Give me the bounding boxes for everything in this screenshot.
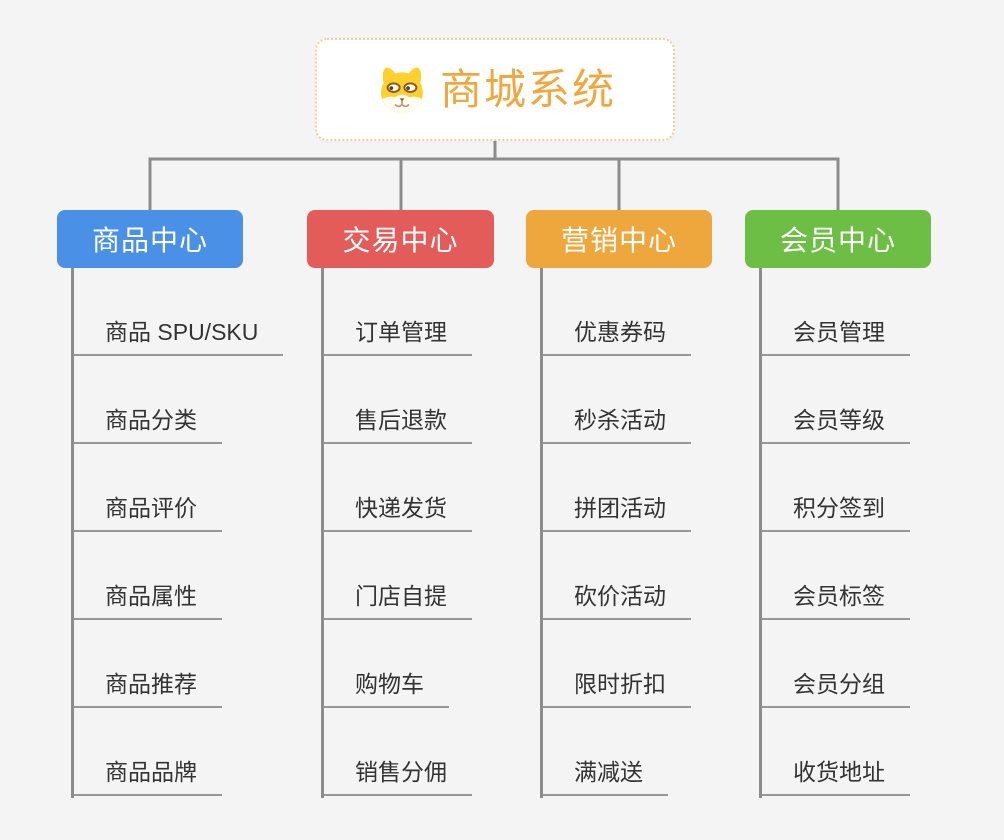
leaf-node[interactable]: 会员等级 — [762, 405, 910, 444]
branch-node-product-center[interactable]: 商品中心 — [57, 210, 243, 268]
branch-children-trade: 订单管理 售后退款 快递发货 门店自提 购物车 销售分佣 — [321, 268, 472, 798]
leaf-node[interactable]: 优惠券码 — [543, 317, 691, 356]
leaf-node[interactable]: 订单管理 — [324, 317, 472, 356]
leaf-node[interactable]: 收货地址 — [762, 757, 910, 796]
leaf-node[interactable]: 商品分类 — [74, 405, 222, 444]
leaf-node[interactable]: 售后退款 — [324, 405, 472, 444]
leaf-node[interactable]: 商品评价 — [74, 493, 222, 532]
branch-node-trade-center[interactable]: 交易中心 — [307, 210, 494, 268]
leaf-node[interactable]: 快递发货 — [324, 493, 472, 532]
root-title: 商城系统 — [439, 65, 616, 113]
leaf-node[interactable]: 满减送 — [543, 757, 668, 796]
branch-children-member: 会员管理 会员等级 积分签到 会员标签 会员分组 收货地址 — [759, 268, 910, 798]
leaf-node[interactable]: 门店自提 — [324, 581, 472, 620]
leaf-node[interactable]: 商品品牌 — [74, 757, 222, 796]
leaf-node[interactable]: 购物车 — [324, 669, 449, 708]
leaf-node[interactable]: 会员标签 — [762, 581, 910, 620]
leaf-node[interactable]: 砍价活动 — [543, 581, 691, 620]
leaf-node[interactable]: 会员分组 — [762, 669, 910, 708]
leaf-node[interactable]: 秒杀活动 — [543, 405, 691, 444]
leaf-node[interactable]: 会员管理 — [762, 317, 910, 356]
leaf-node[interactable]: 拼团活动 — [543, 493, 691, 532]
leaf-node[interactable]: 商品推荐 — [74, 669, 222, 708]
leaf-node[interactable]: 限时折扣 — [543, 669, 691, 708]
leaf-node[interactable]: 积分签到 — [762, 493, 910, 532]
leaf-node[interactable]: 销售分佣 — [324, 757, 472, 796]
branch-children-product: 商品 SPU/SKU 商品分类 商品评价 商品属性 商品推荐 商品品牌 — [71, 268, 284, 798]
leaf-node[interactable]: 商品 SPU/SKU — [74, 317, 284, 356]
branch-children-marketing: 优惠券码 秒杀活动 拼团活动 砍价活动 限时折扣 满减送 — [540, 268, 691, 798]
branch-node-marketing-center[interactable]: 营销中心 — [526, 210, 712, 268]
shiba-dog-icon — [374, 64, 430, 116]
branch-node-member-center[interactable]: 会员中心 — [745, 210, 931, 268]
leaf-node[interactable]: 商品属性 — [74, 581, 222, 620]
root-node[interactable]: 商城系统 — [315, 38, 675, 141]
